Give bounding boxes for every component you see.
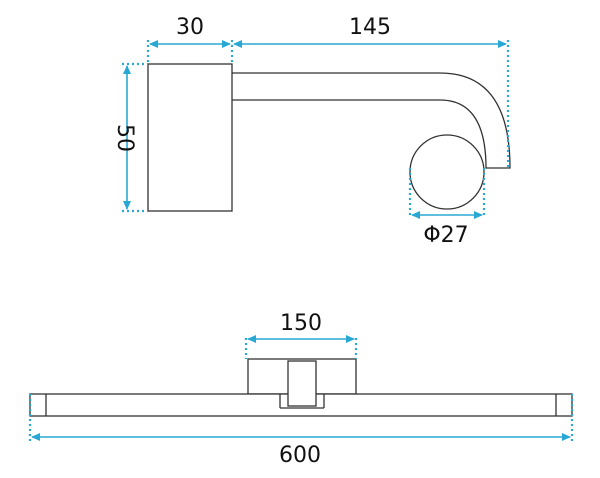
wall-mount-block bbox=[147, 63, 233, 212]
lamp-head-circle bbox=[409, 134, 485, 210]
front-view: 150 600 bbox=[28, 311, 574, 468]
dimension-label-total-length: 600 bbox=[279, 443, 321, 468]
dimension-label-mount-width: 150 bbox=[280, 311, 322, 336]
connector-bracket bbox=[287, 360, 317, 407]
dimension-label-arm-length: 145 bbox=[349, 15, 391, 40]
lamp-arm bbox=[232, 72, 511, 169]
dimension-label-diameter: Φ27 bbox=[423, 223, 468, 248]
dimension-label-width: 30 bbox=[176, 15, 204, 40]
side-view: 30 145 50 Φ27 bbox=[112, 15, 511, 248]
dimension-label-height: 50 bbox=[112, 124, 137, 152]
